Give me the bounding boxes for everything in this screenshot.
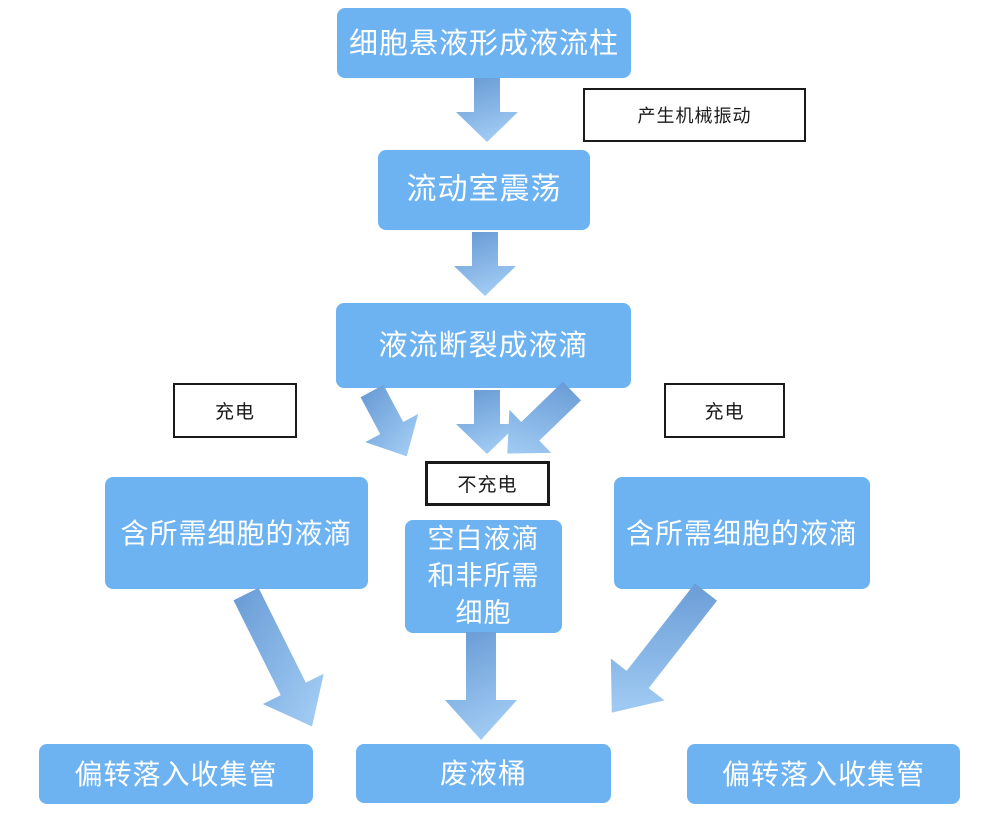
arrow-break-to-mid-icon — [456, 390, 518, 454]
label-no-charge: 不充电 — [425, 461, 550, 506]
arrow-right-to-tube-icon — [610, 583, 718, 713]
node-wanted-droplets-right: 含所需细胞的液滴 — [614, 477, 870, 589]
node-blank-droplets: 空白液滴 和非所需 细胞 — [405, 520, 562, 633]
node-flow-chamber-oscillation: 流动室震荡 — [378, 150, 590, 230]
label-charge-left: 充电 — [173, 383, 297, 438]
arrow-chamber-to-break-icon — [454, 232, 516, 296]
arrow-left-to-tube-icon — [233, 587, 324, 727]
node-wanted-droplets-left: 含所需细胞的液滴 — [105, 477, 368, 589]
arrow-suspension-to-chamber-icon — [456, 78, 518, 142]
node-collection-tube-left: 偏转落入收集管 — [39, 744, 313, 804]
node-cell-suspension: 细胞悬液形成液流柱 — [337, 8, 631, 78]
arrow-mid-to-waste-icon — [445, 632, 517, 740]
node-collection-tube-right: 偏转落入收集管 — [687, 744, 960, 804]
node-stream-breaks-droplets: 液流断裂成液滴 — [336, 303, 631, 388]
blank-droplets-line3: 细胞 — [455, 598, 512, 629]
blank-droplets-line1: 空白液滴 — [427, 524, 540, 555]
arrow-break-to-left-icon — [360, 384, 419, 457]
label-mechanical-vibration: 产生机械振动 — [583, 88, 806, 142]
arrow-break-to-right-icon — [507, 381, 582, 454]
label-charge-right: 充电 — [664, 383, 785, 438]
node-waste-bucket: 废液桶 — [356, 744, 611, 803]
blank-droplets-line2: 和非所需 — [427, 561, 540, 592]
